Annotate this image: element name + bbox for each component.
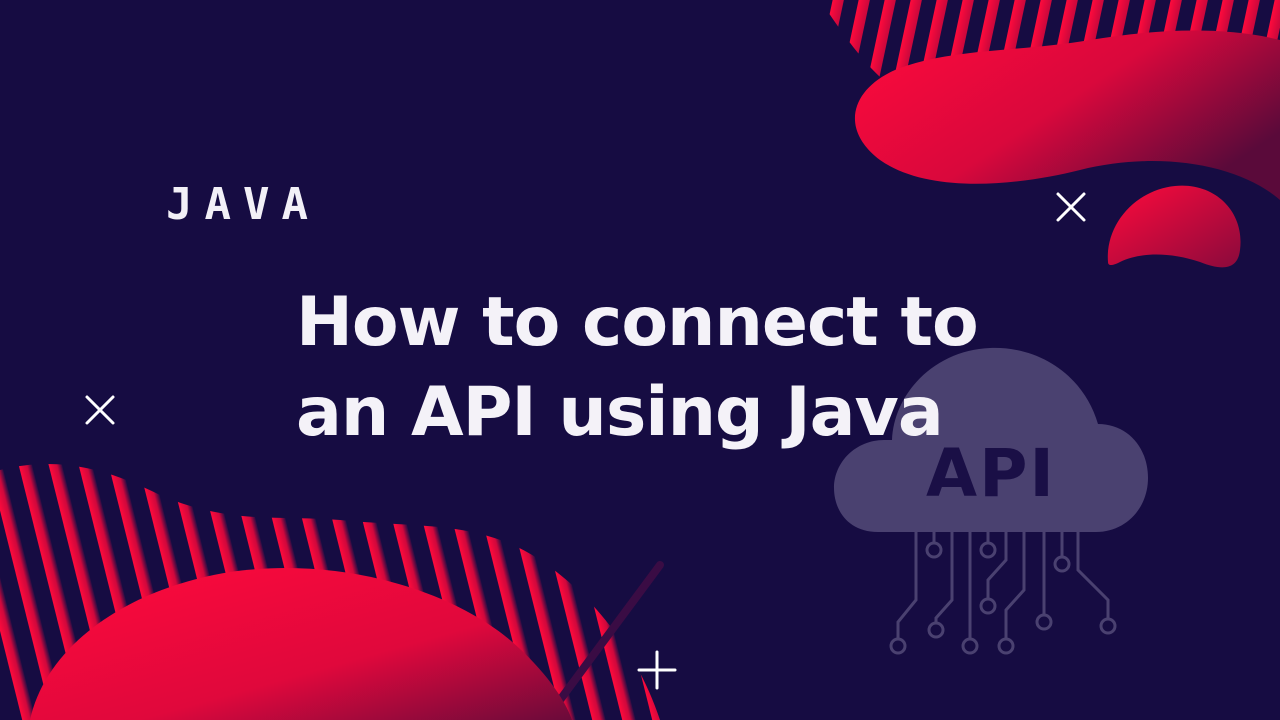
blob-small-right: [1107, 185, 1241, 268]
cloud-icon: [834, 347, 1148, 532]
close-x-icon: [1056, 192, 1086, 222]
cloud-api-label: API: [925, 435, 1056, 512]
title-line-2: an API using Java: [296, 373, 944, 452]
title-line-1: How to connect to: [296, 283, 979, 362]
category-label: JAVA: [166, 179, 320, 230]
diagonal-streak: [556, 561, 664, 704]
close-x-icon: [85, 395, 115, 425]
plus-icon: [637, 650, 677, 690]
blob-bottom-left: [30, 568, 572, 720]
page-title: How to connect to an API using Java: [296, 278, 1056, 458]
circuit-icon: [889, 532, 1117, 655]
blob-top-right: [854, 30, 1280, 200]
